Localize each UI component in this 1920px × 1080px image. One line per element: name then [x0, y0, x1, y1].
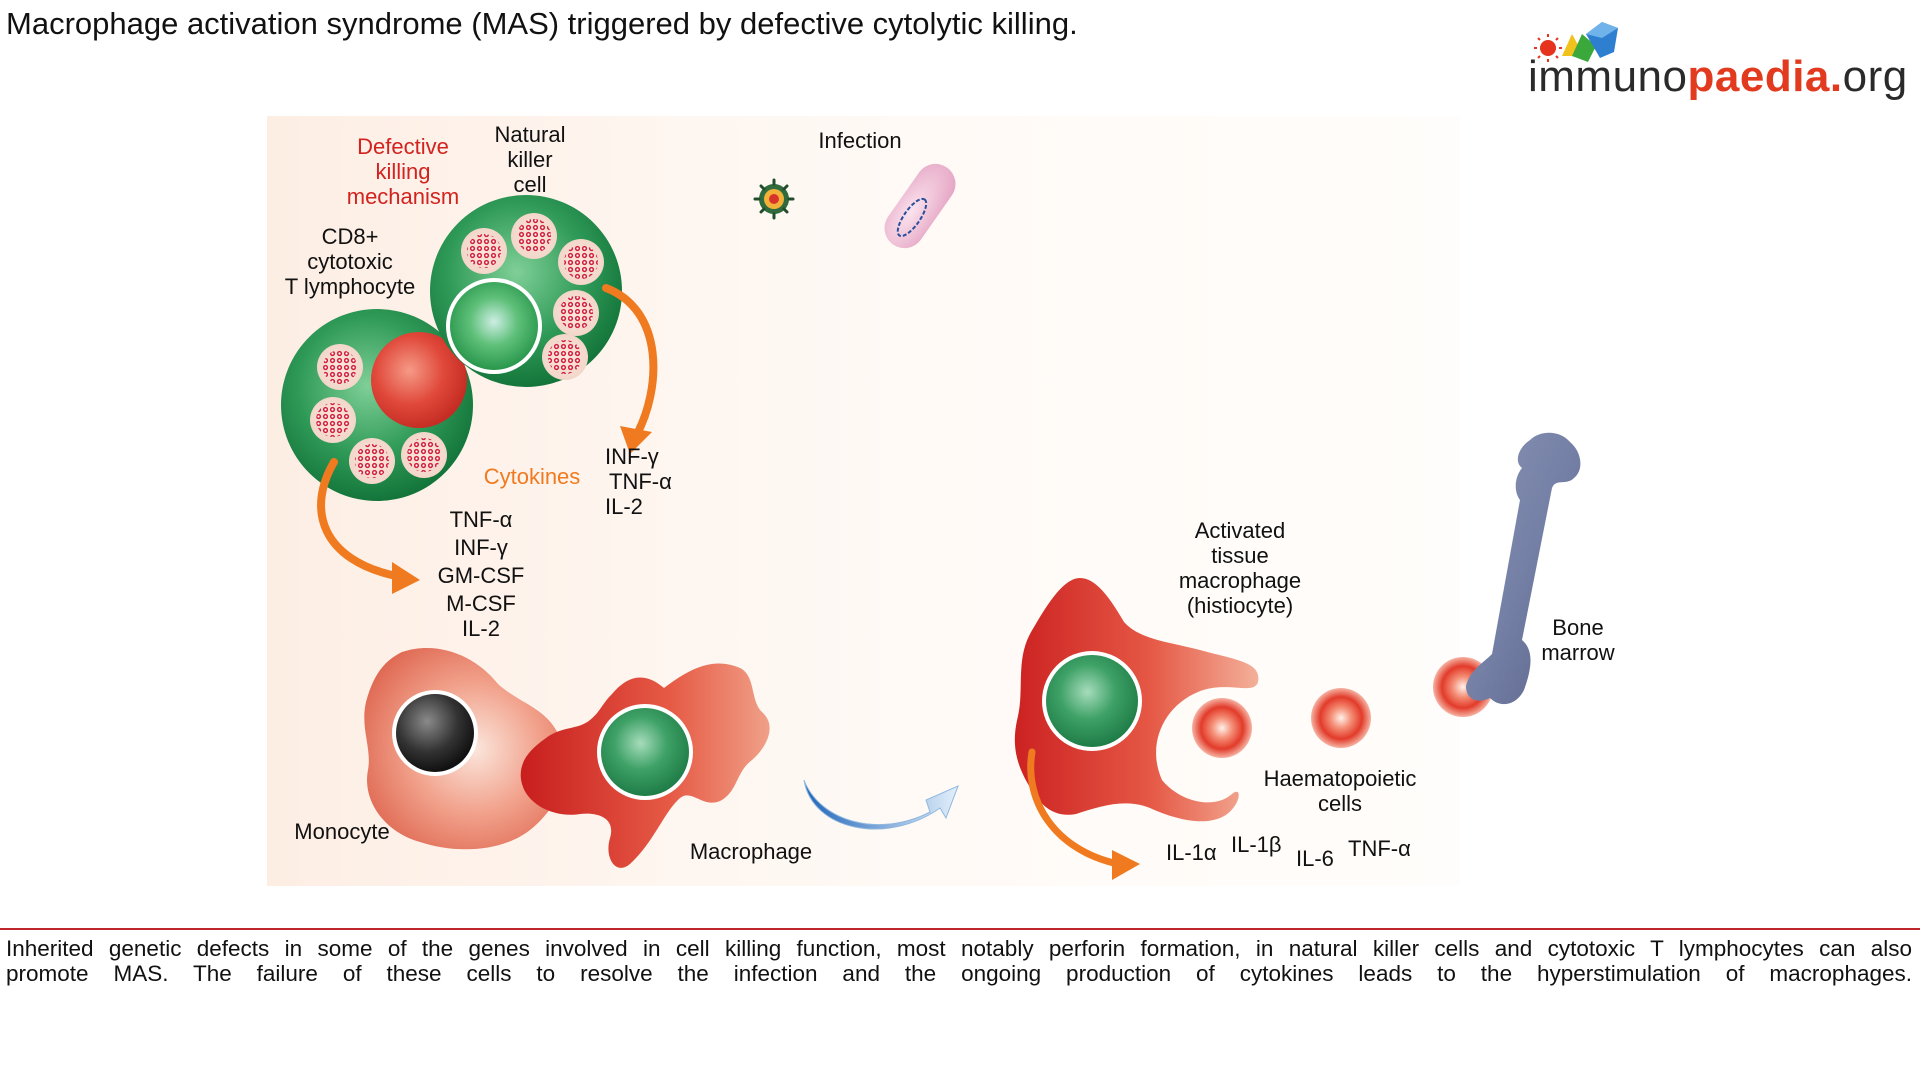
cytokines-label: Cytokines — [483, 464, 581, 489]
caption-line-1: Inherited genetic defects in some of the… — [6, 936, 1912, 961]
nk-line-2: killer — [507, 147, 553, 172]
activated-line-1: Activated — [1194, 518, 1286, 543]
il-arrow — [1027, 748, 1122, 868]
cd8-cytokine-5: IL-2 — [462, 616, 500, 641]
cd8-cytokine-3: GM-CSF — [437, 563, 525, 588]
bone-line-2: marrow — [1541, 640, 1615, 665]
logo-cubes-icon — [1534, 22, 1618, 62]
nk-cell — [430, 195, 622, 387]
nk-cytokine-3: IL-2 — [605, 494, 643, 519]
cd8-cytokine-4: M-CSF — [446, 591, 516, 616]
il1a-label: IL-1α — [1166, 840, 1217, 865]
logo-text-org: org — [1842, 52, 1908, 101]
defective-line-2: killing — [375, 159, 431, 184]
cd8-cytokine-1: TNF-α — [449, 507, 513, 532]
logo-text-immuno: immuno — [1528, 52, 1688, 101]
defective-killing-label: Defective killing mechanism — [338, 134, 468, 209]
logo-text-paedia: paedia. — [1687, 52, 1843, 101]
bone-line-1: Bone — [1552, 615, 1604, 640]
bacterium-icon — [884, 163, 956, 249]
macrophage-label: Macrophage — [689, 839, 813, 864]
figure-title: Macrophage activation syndrome (MAS) tri… — [6, 6, 1078, 41]
nk-line-1: Natural — [494, 122, 566, 147]
activated-macrophage-cell — [1014, 578, 1259, 822]
divider-line — [0, 928, 1920, 930]
transition-arrow — [803, 779, 959, 830]
bone-icon — [1466, 432, 1581, 705]
haemato-line-2: cells — [1317, 791, 1362, 816]
cd8-line-2: cytotoxic — [307, 249, 393, 274]
nk-line-3: cell — [513, 172, 547, 197]
caption-line-2: promote MAS. The failure of these cells … — [6, 961, 1912, 986]
cd8-cytokine-arrow — [317, 458, 400, 580]
immunopaedia-logo[interactable]: immunopaedia.org — [1528, 8, 1918, 108]
activated-macrophage-label: Activated tissue macrophage (histiocyte) — [1160, 518, 1320, 618]
haemato-line-1: Haematopoietic — [1263, 766, 1417, 791]
activated-line-4: (histiocyte) — [1186, 593, 1294, 618]
cd8-line-1: CD8+ — [321, 224, 379, 249]
nk-cytokine-2: TNF-α — [609, 469, 672, 494]
cd8-line-3: T lymphocyte — [284, 274, 416, 299]
cd8-granules — [310, 344, 447, 484]
monocyte-label: Monocyte — [294, 819, 390, 844]
defective-line-3: mechanism — [346, 184, 460, 209]
haematopoietic-label: Haematopoietic cells — [1240, 766, 1440, 816]
cd8-cytokine-2: INF-γ — [454, 535, 508, 560]
il6-label: IL-6 — [1296, 846, 1334, 871]
monocyte-cell — [364, 647, 566, 850]
virus-icon — [753, 178, 795, 220]
activated-line-3: macrophage — [1178, 568, 1302, 593]
cd8-t-cell — [281, 309, 473, 501]
cd8-cytokines-list: TNF-α INF-γ GM-CSF M-CSF IL-2 — [416, 506, 546, 640]
tnfa-label: TNF-α — [1348, 836, 1411, 861]
il1b-label: IL-1β — [1231, 832, 1282, 857]
defective-line-1: Defective — [357, 134, 449, 159]
nk-cell-label: Natural killer cell — [480, 122, 580, 197]
nk-cytokine-1: INF-γ — [605, 444, 659, 469]
nk-cytokines-list: INF-γ TNF-α IL-2 — [605, 444, 672, 519]
nk-granules — [461, 213, 604, 380]
bone-marrow-label: Bone marrow — [1526, 615, 1630, 665]
macrophage-cell — [520, 663, 770, 868]
figure-caption: Inherited genetic defects in some of the… — [6, 936, 1912, 986]
nk-cytokine-arrow — [602, 284, 658, 440]
activated-line-2: tissue — [1211, 543, 1269, 568]
cd8-label: CD8+ cytotoxic T lymphocyte — [272, 224, 428, 299]
infection-label: Infection — [818, 128, 902, 153]
